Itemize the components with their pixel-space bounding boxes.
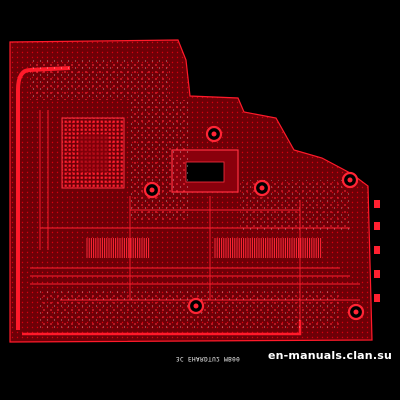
edge-tab [374,270,380,278]
mounting-hole-center [193,303,199,309]
mounting-hole-center [259,185,265,191]
mounting-holes [143,125,365,321]
chipset-core [185,161,225,183]
edge-tab [374,246,380,254]
via-field-mid [130,100,190,220]
edge-tab [374,222,380,230]
edge-connector-tabs [374,200,380,302]
routing-traces [30,110,360,320]
via-field-top [30,60,170,100]
memory-bus [86,238,322,258]
watermark-text: en-manuals.clan.su [267,349,392,362]
mounting-hole-center [353,309,359,315]
cpu-bga-core [78,134,108,172]
mounting-hole-center [149,187,155,193]
board-silkscreen-label: 3C EHARDTU2 MB00 [176,355,241,362]
mounting-hole-center [211,131,217,137]
mounting-hole-center [347,177,353,183]
edge-tab [374,200,380,208]
edge-tab [374,294,380,302]
power-trace-left [16,66,71,330]
